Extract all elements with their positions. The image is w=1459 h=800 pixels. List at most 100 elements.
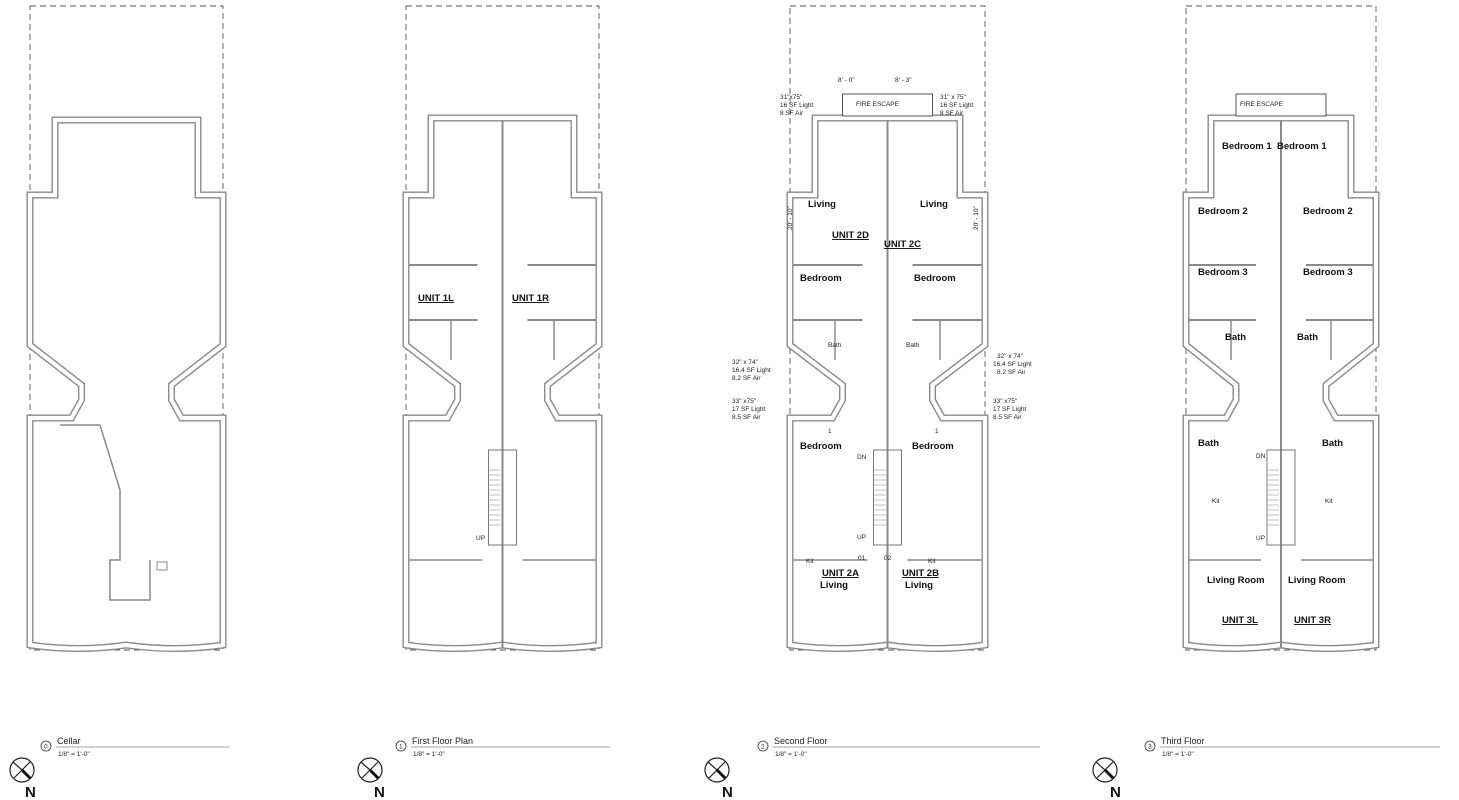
unit-2a-label: UNIT 2A xyxy=(822,568,859,579)
room-label-bedroom: Bedroom xyxy=(914,273,956,284)
unit-2b-label: UNIT 2B xyxy=(902,568,939,579)
plan-number: 3 xyxy=(1148,744,1152,751)
window-note: 32" x 74" xyxy=(732,359,759,366)
dimension-label: 8' - 0" xyxy=(838,77,855,84)
cellar-wall xyxy=(60,424,151,601)
window-tag: 1 xyxy=(935,428,939,435)
plan-title: Cellar xyxy=(57,736,81,746)
room-label-bedroom-2: Bedroom 2 xyxy=(1303,206,1353,217)
interior-walls xyxy=(60,120,1373,648)
north-arrow-icon xyxy=(357,757,383,783)
unit-1l-label: UNIT 1L xyxy=(418,293,454,304)
dimension-label: 20' - 10" xyxy=(973,206,980,230)
third-floor-labels: FIRE ESCAPE Bedroom 1 Bedroom 1 Bedroom … xyxy=(1198,101,1353,626)
first-floor-labels: UNIT 1L UNIT 1R UP xyxy=(418,293,549,542)
exterior-wall xyxy=(26,116,227,652)
room-label-living: Living xyxy=(905,580,933,591)
north-label: N xyxy=(722,784,733,800)
room-label-bedroom-3: Bedroom 3 xyxy=(1303,267,1353,278)
plan-number: 0 xyxy=(44,744,48,751)
stair-up-label: UP xyxy=(857,534,866,541)
room-label-living: Living xyxy=(920,199,948,210)
north-label: N xyxy=(374,784,385,800)
room-label-kit: Kit xyxy=(1325,498,1333,505)
room-label-bedroom-3: Bedroom 3 xyxy=(1198,267,1248,278)
title-block-first-floor: 1 First Floor Plan 1/8" = 1'-0" N xyxy=(357,736,610,800)
fire-escape xyxy=(1235,93,1327,117)
room-label-bath: Bath xyxy=(828,342,842,349)
room-label-bedroom: Bedroom xyxy=(912,441,954,452)
window-note: 8.5 SF Air xyxy=(993,414,1022,421)
unit-3r-label: UNIT 3R xyxy=(1294,615,1331,626)
window-note: 8 SF Air xyxy=(780,110,804,117)
plan-number: 1 xyxy=(399,744,403,751)
room-label-bath: Bath xyxy=(906,342,920,349)
plan-title: Third Floor xyxy=(1161,736,1205,746)
window-note: 32" x 74" xyxy=(997,353,1024,360)
window-note: 17 SF Light xyxy=(993,406,1026,413)
lot-lines xyxy=(29,5,1377,651)
plan-scale: 1/8" = 1'-0" xyxy=(1162,751,1194,758)
title-block-second-floor: 2 Second Floor 1/8" = 1'-0" N xyxy=(704,736,1040,800)
window-tag: 1 xyxy=(828,428,832,435)
window-note: 8.2 SF Air xyxy=(997,369,1026,376)
plan-scale: 1/8" = 1'-0" xyxy=(58,751,90,758)
room-label-living-room: Living Room xyxy=(1288,575,1346,586)
plan-number: 2 xyxy=(761,744,765,751)
title-block-cellar: 0 Cellar 1/8" = 1'-0" N xyxy=(9,736,230,800)
room-label-bath: Bath xyxy=(1297,332,1318,343)
room-label-bath: Bath xyxy=(1198,438,1219,449)
window-note: 16.4 SF Light xyxy=(993,361,1032,368)
north-label: N xyxy=(1110,784,1121,800)
door-tag: 01 xyxy=(858,555,866,562)
window-note: 31"x75" xyxy=(780,94,803,101)
fire-escape xyxy=(842,93,933,117)
room-label-bedroom-1: Bedroom 1 xyxy=(1222,141,1272,152)
unit-3l-label: UNIT 3L xyxy=(1222,615,1258,626)
plan-title: Second Floor xyxy=(774,736,828,746)
room-label-bedroom-1: Bedroom 1 xyxy=(1277,141,1327,152)
window-note: 8.2 SF Air xyxy=(732,375,761,382)
plan-title: First Floor Plan xyxy=(412,736,473,746)
title-block-third-floor: 3 Third Floor 1/8" = 1'-0" N xyxy=(1092,736,1440,800)
unit-2d-label: UNIT 2D xyxy=(832,230,869,241)
window-note: 8 SF Air xyxy=(940,110,964,117)
fire-escape-label: FIRE ESCAPE xyxy=(1240,101,1284,108)
window-note: 33" x75" xyxy=(732,398,757,405)
room-label-bedroom-2: Bedroom 2 xyxy=(1198,206,1248,217)
title-blocks: 0 Cellar 1/8" = 1'-0" N 1 First Floor Pl… xyxy=(9,736,1440,800)
room-label-kit: Kit xyxy=(806,558,814,565)
window-note: 31" x 75" xyxy=(940,94,967,101)
room-label-bedroom: Bedroom xyxy=(800,273,842,284)
stair xyxy=(873,449,902,546)
stair-dn-label: DN xyxy=(857,454,867,461)
room-label-bedroom: Bedroom xyxy=(800,441,842,452)
exterior-wall-inner xyxy=(27,117,226,651)
room-label-living-room: Living Room xyxy=(1207,575,1265,586)
door-tag: 02 xyxy=(884,555,892,562)
unit-2c-label: UNIT 2C xyxy=(884,239,921,250)
building-outlines xyxy=(26,93,1380,652)
lot-line xyxy=(29,5,224,651)
room-label-kit: Kit xyxy=(928,558,936,565)
north-label: N xyxy=(25,784,36,800)
stair-dn-label: DN xyxy=(1256,453,1266,460)
plan-scale: 1/8" = 1'-0" xyxy=(413,751,445,758)
dimension-label: 20' - 10" xyxy=(787,206,794,230)
fire-escape-label: FIRE ESCAPE xyxy=(856,101,900,108)
north-arrow-icon xyxy=(704,757,730,783)
window-note: 8.5 SF Air xyxy=(732,414,761,421)
second-floor-labels: FIRE ESCAPE 8' - 0" 8' - 3" 20' - 10" 20… xyxy=(732,77,1032,591)
window-note: 16 SF Light xyxy=(940,102,973,109)
room-label-bath: Bath xyxy=(1322,438,1343,449)
stair-up-label: UP xyxy=(476,535,485,542)
room-label-living: Living xyxy=(808,199,836,210)
window-note: 16 SF Light xyxy=(780,102,813,109)
room-label-bath: Bath xyxy=(1225,332,1246,343)
plan-scale: 1/8" = 1'-0" xyxy=(775,751,807,758)
room-label-living: Living xyxy=(820,580,848,591)
window-note: 17 SF Light xyxy=(732,406,765,413)
dimension-label: 8' - 3" xyxy=(895,77,912,84)
unit-1r-label: UNIT 1R xyxy=(512,293,549,304)
